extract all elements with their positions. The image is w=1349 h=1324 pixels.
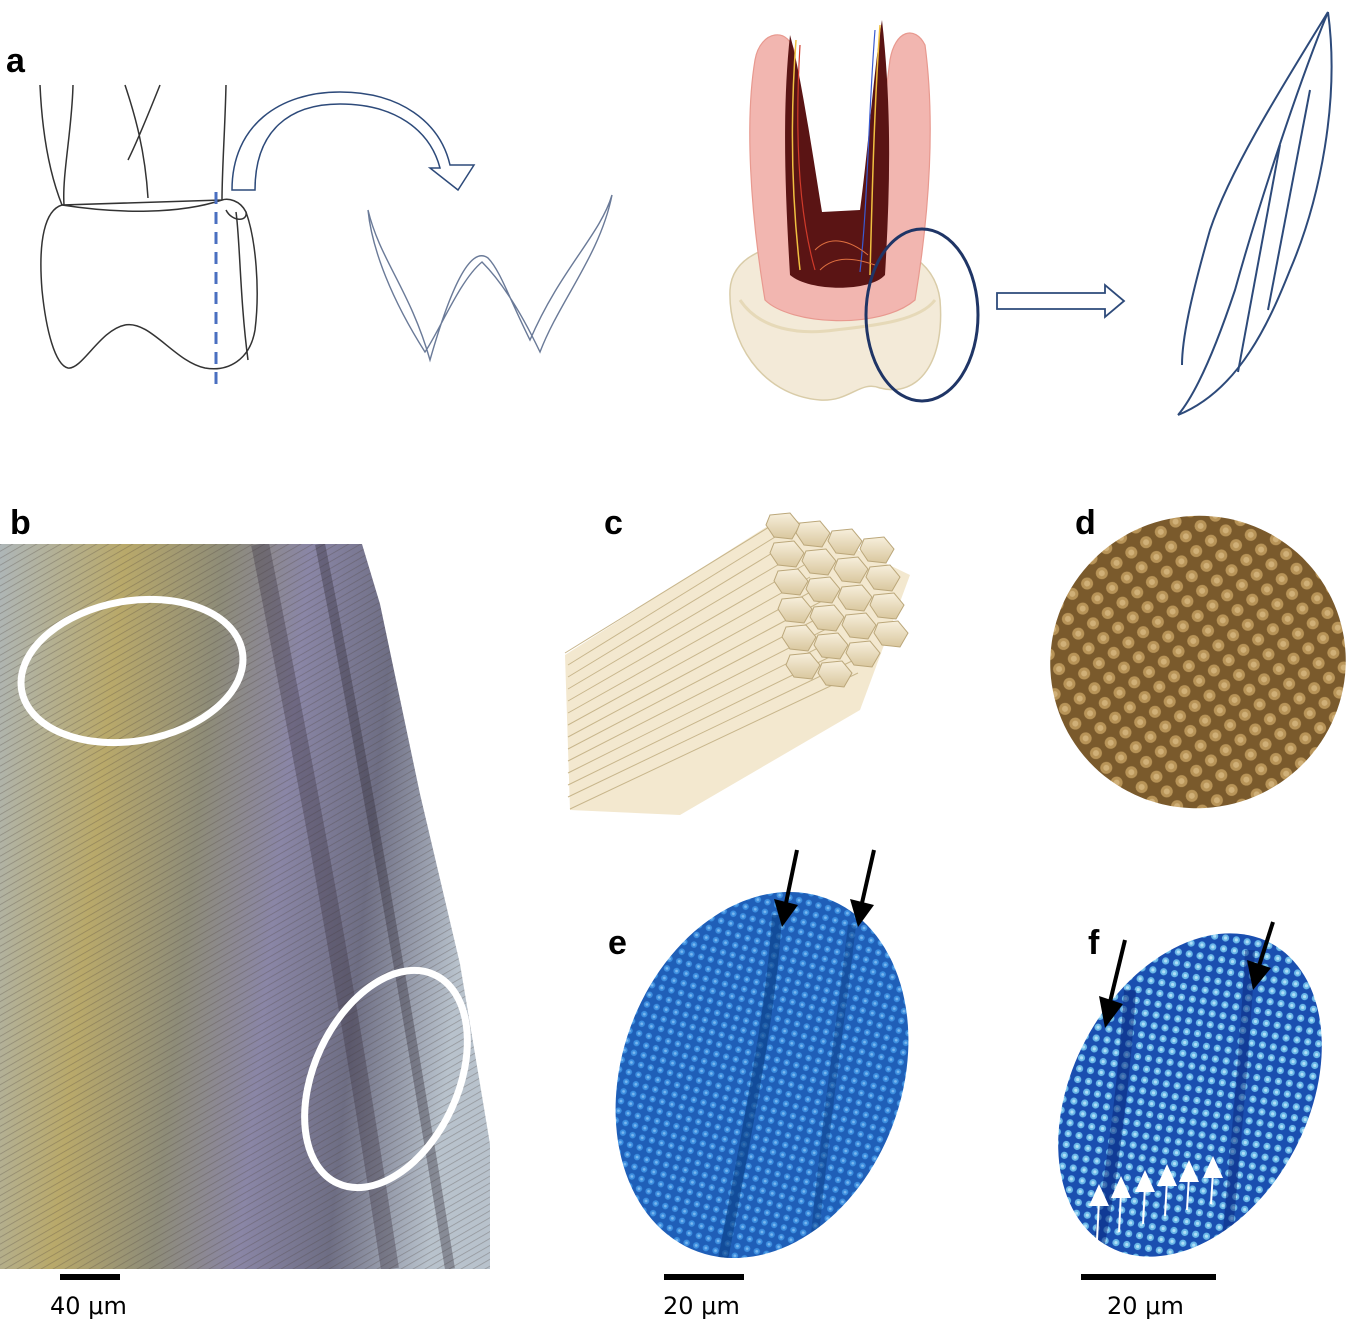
scalebar-label-f: 20 μm <box>1107 1292 1184 1320</box>
scalebar-b <box>60 1274 120 1280</box>
panel-c-enamel-rods <box>564 512 910 815</box>
panel-d-micrograph <box>1048 512 1348 812</box>
white-up-arrow-icon <box>1089 1156 1223 1241</box>
scalebar-f <box>1081 1274 1216 1280</box>
pulp-chamber <box>785 20 890 288</box>
panel-a-illustration <box>39 11 1333 416</box>
molar-outline <box>39 84 258 370</box>
panel-label-f: f <box>1088 924 1100 962</box>
panel-f-micrograph <box>1035 910 1345 1265</box>
cross-section-outline <box>367 194 613 363</box>
tooth-illustration <box>729 20 980 403</box>
scalebar-e <box>664 1274 744 1280</box>
panel-b-micrograph <box>0 544 490 1269</box>
scalebar-label-e: 20 μm <box>663 1292 740 1320</box>
enamel-section-outline <box>1177 11 1333 416</box>
region-ellipse-top <box>17 595 247 747</box>
panel-label-a: a <box>6 42 25 80</box>
panel-label-d: d <box>1075 504 1096 542</box>
panel-label-c: c <box>604 504 623 542</box>
curved-arrow-icon <box>231 91 476 192</box>
panel-label-e: e <box>608 924 627 962</box>
black-pointer-arrow-icon <box>1099 921 1275 1028</box>
highlight-ellipse <box>864 227 980 403</box>
panel-label-b: b <box>10 504 31 542</box>
region-ellipse-bottom <box>301 966 471 1192</box>
hollow-right-arrow-icon <box>996 283 1126 319</box>
scalebar-label-b: 40 μm <box>50 1292 127 1320</box>
rod-bundle <box>564 512 910 815</box>
black-pointer-arrow-icon <box>774 849 876 927</box>
panel-e-micrograph <box>612 849 912 1265</box>
